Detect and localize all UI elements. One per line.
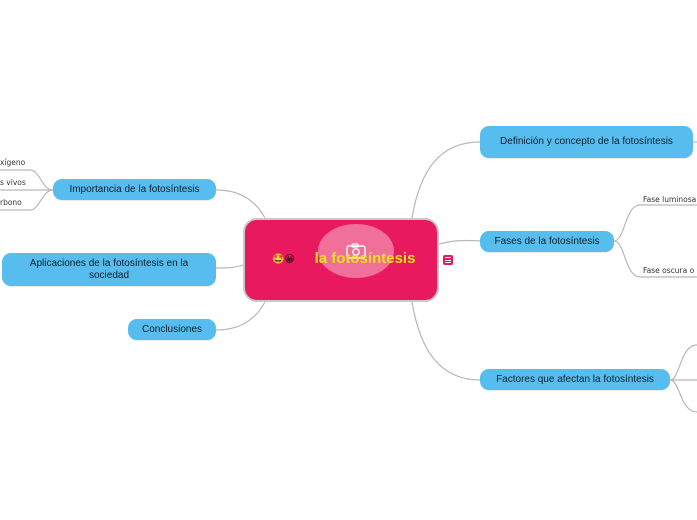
subtopic-oxigeno[interactable]: xígeno: [0, 158, 26, 167]
notes-icon[interactable]: [443, 255, 453, 265]
emoji-stickers: 🤩😀: [272, 254, 295, 265]
branch-conclusiones[interactable]: Conclusiones: [128, 319, 216, 340]
subtopic-seres-vivos[interactable]: s vivos: [0, 178, 26, 187]
camera-icon: [346, 243, 366, 259]
branch-fases[interactable]: Fases de la fotosíntesis: [480, 231, 614, 252]
image-placeholder[interactable]: [318, 224, 394, 278]
subtopic-fase-oscura[interactable]: Fase oscura o ci: [643, 266, 697, 275]
branch-definicion[interactable]: Definición y concepto de la fotosíntesis: [480, 126, 693, 158]
branch-factores[interactable]: Factores que afectan la fotosíntesis: [480, 369, 670, 390]
subtopic-fase-luminosa[interactable]: Fase luminosa: [643, 195, 697, 204]
central-title: la fotosíntesis: [314, 250, 416, 267]
branch-importancia[interactable]: Importancia de la fotosíntesis: [53, 179, 216, 200]
central-topic[interactable]: 🤩😀 la fotosíntesis: [243, 218, 439, 302]
branch-aplicaciones[interactable]: Aplicaciones de la fotosíntesis en la so…: [2, 253, 216, 286]
subtopic-carbono[interactable]: rbono: [0, 198, 22, 207]
